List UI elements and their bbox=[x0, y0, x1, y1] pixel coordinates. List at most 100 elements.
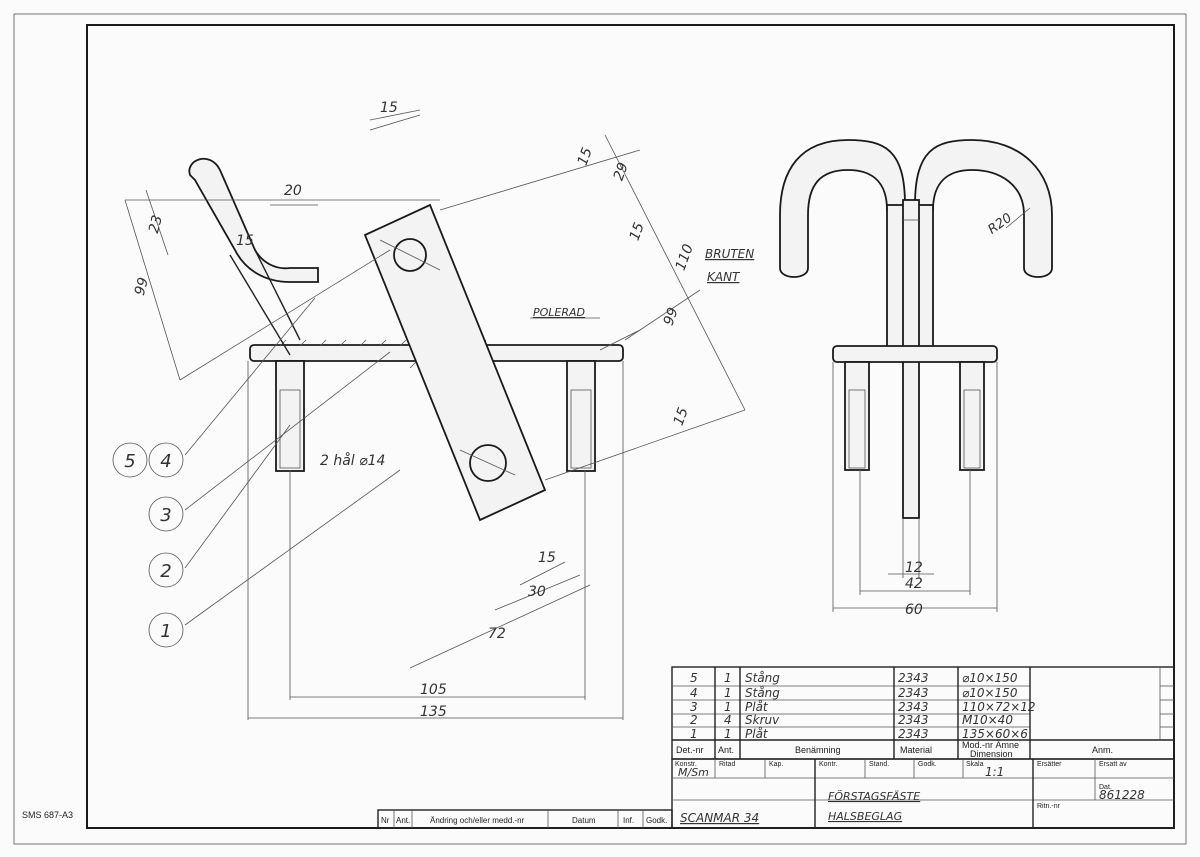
balloon-text-2: 2 bbox=[160, 561, 171, 582]
row-dim: ⌀10×150 bbox=[962, 671, 1018, 685]
dim-15-right-a: 15 bbox=[575, 145, 596, 167]
dat-value: 861228 bbox=[1099, 788, 1145, 802]
header-name: Benämning bbox=[795, 745, 841, 755]
balloon-text-1: 1 bbox=[160, 621, 171, 642]
dim-30: 30 bbox=[528, 584, 546, 600]
row-dim: M10×40 bbox=[962, 713, 1013, 727]
note-bruten: BRUTEN bbox=[705, 247, 754, 261]
dim-99-right: 99 bbox=[661, 305, 682, 327]
rev-ant: Ant. bbox=[396, 816, 410, 825]
balloon-4 bbox=[148, 442, 184, 478]
title-block: Konstr. Ritad Kap. Kontr. Stand. Godk. S… bbox=[671, 758, 1175, 829]
dim-23: 23 bbox=[146, 214, 166, 235]
front-screw-right bbox=[959, 361, 985, 471]
revision-block: Nr Ant. Ändring och/eller medd.-nr Datum… bbox=[377, 809, 673, 829]
label-stand: Stand. bbox=[869, 761, 889, 768]
dim-29: 29 bbox=[611, 160, 632, 182]
header-dimension: Dimension bbox=[970, 749, 1013, 759]
front-base-plate bbox=[832, 345, 998, 363]
rev-change: Ändring och/eller medd.-nr bbox=[430, 816, 525, 825]
label-godk: Godk. bbox=[918, 761, 937, 768]
sheet-standard: SMS 687-A3 bbox=[22, 810, 73, 820]
dim-42: 42 bbox=[905, 576, 923, 592]
dim-r20: R20 bbox=[985, 211, 1015, 238]
note-kant: KANT bbox=[707, 270, 741, 284]
row-dim: 135×60×6 bbox=[962, 727, 1028, 741]
balloon-text-5: 5 bbox=[124, 451, 135, 472]
note-holes: 2 hål ⌀14 bbox=[320, 452, 385, 469]
row-ant: 1 bbox=[724, 686, 732, 700]
company-name: SCANMAR 34 bbox=[680, 811, 759, 825]
header-anm: Anm. bbox=[1092, 745, 1113, 755]
header-material: Material bbox=[900, 745, 932, 755]
dim-99-left: 99 bbox=[132, 276, 152, 297]
row-det: 2 bbox=[690, 713, 698, 727]
row-ant: 1 bbox=[724, 727, 732, 741]
label-skala: Skala bbox=[966, 761, 984, 768]
dim-72: 72 bbox=[488, 626, 506, 642]
row-ant: 4 bbox=[724, 713, 732, 727]
label-ersatt-av: Ersatt av bbox=[1099, 761, 1127, 768]
balloon-3 bbox=[148, 496, 184, 532]
hook-right bbox=[914, 139, 1053, 278]
label-ritn: Ritn.-nr bbox=[1037, 803, 1061, 810]
row-ant: 1 bbox=[724, 671, 732, 685]
rev-nr: Nr bbox=[381, 816, 390, 825]
screw-right bbox=[566, 360, 596, 472]
row-name: Plåt bbox=[745, 727, 769, 741]
label-kontr: Kontr. bbox=[819, 761, 837, 768]
balloon-5 bbox=[112, 442, 148, 478]
label-ritad: Ritad bbox=[719, 761, 735, 768]
side-view bbox=[124, 109, 746, 720]
dim-110: 110 bbox=[673, 242, 697, 273]
leader-lines bbox=[184, 297, 401, 626]
label-ersatter: Ersätter bbox=[1037, 761, 1062, 768]
title-line1: FÖRSTAGSFÄSTE bbox=[828, 790, 920, 803]
front-view: R20 12 42 60 bbox=[779, 139, 1053, 618]
row-dim: 110×72×12 bbox=[962, 700, 1036, 714]
tilted-plate bbox=[363, 203, 547, 522]
balloon-text-3: 3 bbox=[160, 505, 171, 526]
rev-inf: Inf. bbox=[623, 816, 634, 825]
dim-135: 135 bbox=[420, 704, 447, 720]
row-material: 2343 bbox=[898, 671, 929, 685]
row-material: 2343 bbox=[898, 727, 929, 741]
dim-15-bottom: 15 bbox=[538, 550, 556, 566]
skala-value: 1:1 bbox=[985, 765, 1004, 779]
label-dat: Dat. bbox=[1099, 784, 1112, 791]
rev-godk: Godk. bbox=[646, 816, 667, 825]
dim-15-right-c: 15 bbox=[671, 405, 692, 427]
header-ant: Ant. bbox=[718, 745, 734, 755]
dim-15-angle: 15 bbox=[236, 233, 254, 249]
construction-lines bbox=[124, 109, 746, 720]
row-name: Stång bbox=[745, 686, 780, 700]
note-polerad: POLERAD bbox=[533, 306, 585, 319]
row-name: Plåt bbox=[745, 700, 769, 714]
konstr-value: M/Sm bbox=[678, 766, 709, 779]
row-material: 2343 bbox=[898, 713, 929, 727]
dim-15-right-b: 15 bbox=[627, 220, 648, 242]
paper-edge bbox=[13, 13, 1187, 845]
dim-12: 12 bbox=[905, 560, 923, 576]
balloon-1 bbox=[148, 612, 184, 648]
row-ant: 1 bbox=[724, 700, 732, 714]
row-material: 2343 bbox=[898, 700, 929, 714]
dim-105: 105 bbox=[420, 682, 447, 698]
rev-datum: Datum bbox=[572, 816, 596, 825]
header-det: Det.-nr bbox=[676, 745, 704, 755]
row-det: 3 bbox=[690, 700, 698, 714]
title-line2: HALSBEGLAG bbox=[828, 810, 902, 823]
row-det: 4 bbox=[690, 686, 698, 700]
row-dim: ⌀10×150 bbox=[962, 686, 1018, 700]
dim-20: 20 bbox=[284, 183, 302, 199]
row-det: 1 bbox=[690, 727, 698, 741]
row-det: 5 bbox=[690, 671, 698, 685]
bent-rod bbox=[188, 158, 319, 283]
label-konstr: Konstr. bbox=[675, 761, 697, 768]
parts-list: 5 1 Stång 2343 ⌀10×150 4 1 Stång 2343 ⌀1… bbox=[671, 666, 1175, 760]
row-name: Skruv bbox=[745, 713, 780, 727]
balloon-2 bbox=[148, 552, 184, 588]
dim-60: 60 bbox=[905, 602, 923, 618]
front-screw-left bbox=[844, 361, 870, 471]
